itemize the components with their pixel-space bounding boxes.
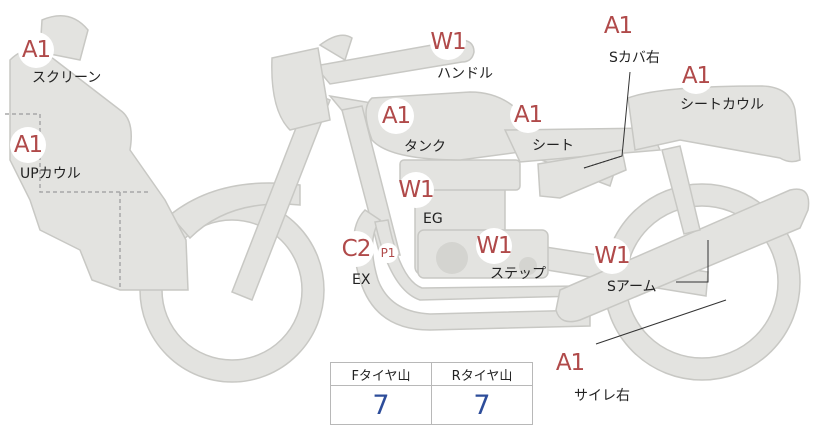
screen-label: スクリーン: [32, 70, 102, 86]
leader-swingarm: [676, 240, 709, 283]
engine-cover: [436, 242, 468, 274]
seat-body: [503, 127, 662, 163]
swingarm-label: Sアーム: [607, 279, 657, 295]
engine-code[interactable]: W1: [398, 172, 435, 208]
seat-cowl-body: [627, 85, 801, 163]
handle-code[interactable]: W1: [430, 24, 467, 60]
tank-code[interactable]: A1: [378, 98, 414, 134]
exhaust-code[interactable]: C2: [338, 231, 374, 267]
front-fender: [168, 182, 301, 240]
rear-tread-header: Rタイヤ山: [431, 362, 533, 386]
step-peg: [519, 257, 537, 275]
engine-label: EG: [423, 211, 443, 227]
up-cowl-code[interactable]: A1: [10, 127, 46, 163]
seat-code[interactable]: A1: [510, 97, 546, 133]
silencer-right-label: サイレ右: [574, 388, 630, 404]
screen-code[interactable]: A1: [18, 32, 54, 68]
exhaust-label: EX: [352, 272, 371, 288]
tank-label: タンク: [404, 139, 446, 155]
up-cowl-label: UPカウル: [20, 166, 81, 182]
exhaust-extra-code[interactable]: P1: [378, 243, 398, 263]
front-tread-header: Fタイヤ山: [330, 362, 432, 386]
rear-tread-value[interactable]: 7: [431, 385, 533, 425]
silencer-right-code[interactable]: A1: [552, 345, 588, 381]
silencer: [555, 188, 810, 323]
seat-label: シート: [532, 138, 574, 154]
handle-label: ハンドル: [437, 66, 493, 82]
seat-cowl-label: シートカウル: [680, 97, 764, 113]
front-fork: [231, 91, 331, 301]
s-cover-right-label: Sカバ右: [609, 50, 660, 66]
tire-tread-table: Fタイヤ山 Rタイヤ山 7 7: [330, 362, 533, 425]
s-cover-right-code[interactable]: A1: [600, 8, 636, 44]
front-tread-value[interactable]: 7: [330, 385, 432, 425]
rear-shock: [661, 145, 701, 235]
seat-cowl-code[interactable]: A1: [678, 58, 714, 94]
step-code[interactable]: W1: [476, 228, 513, 264]
leader-silencer: [595, 299, 727, 345]
swingarm-code[interactable]: W1: [594, 238, 631, 274]
leader-s-cover-dash: [583, 155, 623, 169]
frame-down: [341, 105, 401, 256]
mirror: [318, 34, 353, 62]
headlight-housing: [271, 47, 331, 131]
step-label: ステップ: [490, 266, 546, 282]
